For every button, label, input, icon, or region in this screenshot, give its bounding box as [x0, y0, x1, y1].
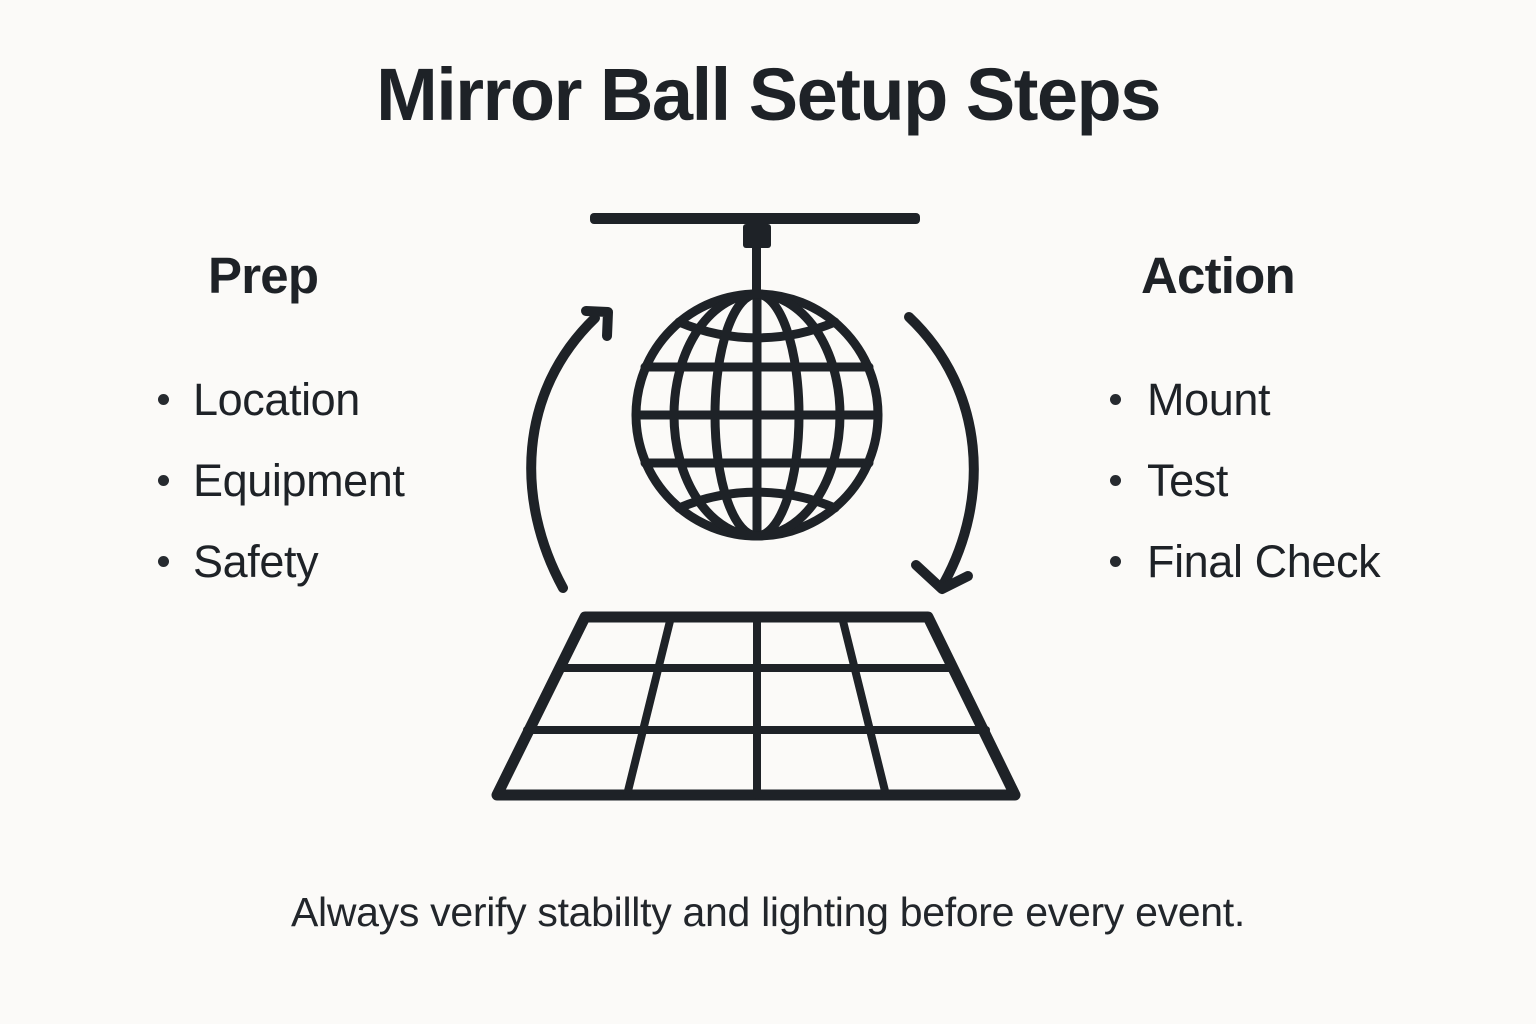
- list-item: Final Check: [1085, 521, 1515, 602]
- action-list: Mount Test Final Check: [1085, 359, 1515, 602]
- ball-meridian-outer: [669, 289, 845, 541]
- ball-outline: [631, 289, 883, 541]
- action-heading: Action: [1141, 247, 1296, 304]
- list-item: Mount: [1085, 359, 1515, 440]
- bullet-dot-icon: [1110, 475, 1121, 486]
- prep-heading: Prep: [208, 247, 319, 304]
- floor-outline: [491, 611, 1021, 801]
- action-column: Action Mount Test Final Check: [1085, 250, 1515, 602]
- list-item: Equipment: [150, 440, 550, 521]
- prep-column: Prep Location Equipment Safety: [150, 250, 550, 602]
- prep-list: Location Equipment Safety: [150, 359, 550, 602]
- footer-note: Always verify stabillty and lighting bef…: [290, 889, 1245, 935]
- hanging-rod: [752, 246, 761, 296]
- floor-width-line-3: [838, 613, 890, 799]
- ceiling-mount-bar: [590, 213, 920, 224]
- perspective-floor-grid: [491, 611, 1021, 801]
- ball-latitude-top: [674, 317, 840, 343]
- action-item-label: Final Check: [1147, 536, 1381, 587]
- bullet-dot-icon: [158, 556, 169, 567]
- mount-bracket: [743, 224, 771, 248]
- rotation-arrow-right-shaft: [904, 312, 979, 588]
- bullet-dot-icon: [158, 394, 169, 405]
- ball-meridian-inner: [710, 289, 804, 541]
- page-title: Mirror Ball Setup Steps: [376, 53, 1161, 136]
- list-item: Location: [150, 359, 550, 440]
- list-item: Test: [1085, 440, 1515, 521]
- action-item-label: Test: [1147, 455, 1228, 506]
- floor-width-line-1: [623, 613, 675, 799]
- bullet-dot-icon: [1110, 556, 1121, 567]
- mirror-ball-sphere: [631, 289, 883, 541]
- bullet-dot-icon: [158, 475, 169, 486]
- prep-item-label: Location: [193, 374, 360, 425]
- bullet-dot-icon: [1110, 394, 1121, 405]
- rotation-arrow-right-head: [911, 560, 973, 594]
- rotation-arrow-left-head: [581, 306, 613, 341]
- list-item: Safety: [150, 521, 550, 602]
- ball-latitude-bottom: [674, 487, 840, 513]
- rotation-arrow-down-right: [904, 312, 979, 594]
- prep-item-label: Safety: [193, 536, 319, 587]
- prep-item-label: Equipment: [193, 455, 405, 506]
- action-item-label: Mount: [1147, 374, 1271, 425]
